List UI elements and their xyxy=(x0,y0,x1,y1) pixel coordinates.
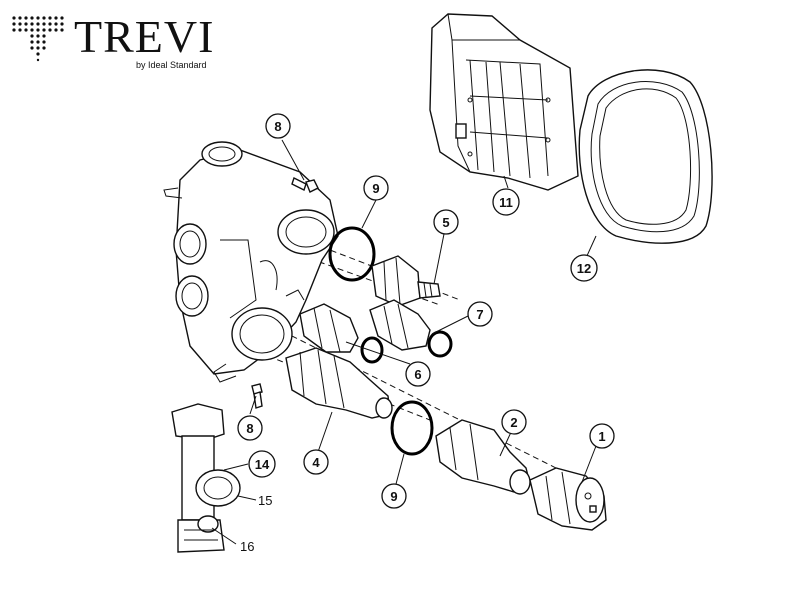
callout-6: 6 xyxy=(405,361,431,387)
part-extension-adaptor xyxy=(435,419,531,495)
callout-11: 11 xyxy=(492,188,520,216)
part-oring-lower xyxy=(390,400,434,456)
part-oring-7 xyxy=(427,330,453,358)
callout-9-lower-label: 9 xyxy=(390,489,397,504)
brand-logo: TREVI by Ideal Standard xyxy=(10,10,220,72)
callout-4-label: 4 xyxy=(312,455,320,470)
callout-9-upper: 9 xyxy=(363,175,389,201)
brand-name: TREVI xyxy=(74,11,215,62)
callout-7-label: 7 xyxy=(476,307,483,322)
callout-2: 2 xyxy=(501,409,527,435)
callout-5: 5 xyxy=(433,209,459,235)
callout-2-label: 2 xyxy=(510,415,517,430)
callout-12: 12 xyxy=(570,254,598,282)
callout-9-lower: 9 xyxy=(381,483,407,509)
part-trim-plate xyxy=(578,69,713,244)
callout-leaders xyxy=(211,139,597,545)
part-thermo-cartridge xyxy=(285,347,393,419)
trevi-dot-grid-icon xyxy=(12,16,64,62)
callout-6-label: 6 xyxy=(414,367,421,382)
callout-9-upper-label: 9 xyxy=(372,181,379,196)
label-15: 15 xyxy=(258,493,272,508)
callout-8-lower-label: 8 xyxy=(246,421,253,436)
callout-1: 1 xyxy=(589,423,615,449)
callout-1-label: 1 xyxy=(598,429,605,444)
label-16: 16 xyxy=(240,539,254,554)
part-handle-knob xyxy=(529,467,607,531)
callout-8-upper: 8 xyxy=(265,113,291,139)
callout-11-label: 11 xyxy=(499,195,513,210)
part-housing-box xyxy=(429,13,579,191)
part-oring-upper xyxy=(328,226,376,282)
callout-8-lower: 8 xyxy=(237,415,263,441)
callout-12-label: 12 xyxy=(577,261,591,276)
callout-7: 7 xyxy=(467,301,493,327)
part-screw-upper xyxy=(291,177,319,193)
part-stop-valve xyxy=(171,403,241,553)
part-valve-body xyxy=(163,141,339,383)
callout-14: 14 xyxy=(248,450,276,478)
callout-14-label: 14 xyxy=(255,457,270,472)
part-cartridge-spindle xyxy=(371,255,441,307)
callout-5-label: 5 xyxy=(442,215,449,230)
part-cartridge-small xyxy=(369,299,453,358)
part-oring-6 xyxy=(360,336,384,364)
callout-4: 4 xyxy=(303,449,329,475)
callout-8-upper-label: 8 xyxy=(274,119,281,134)
brand-tagline: by Ideal Standard xyxy=(136,60,207,70)
